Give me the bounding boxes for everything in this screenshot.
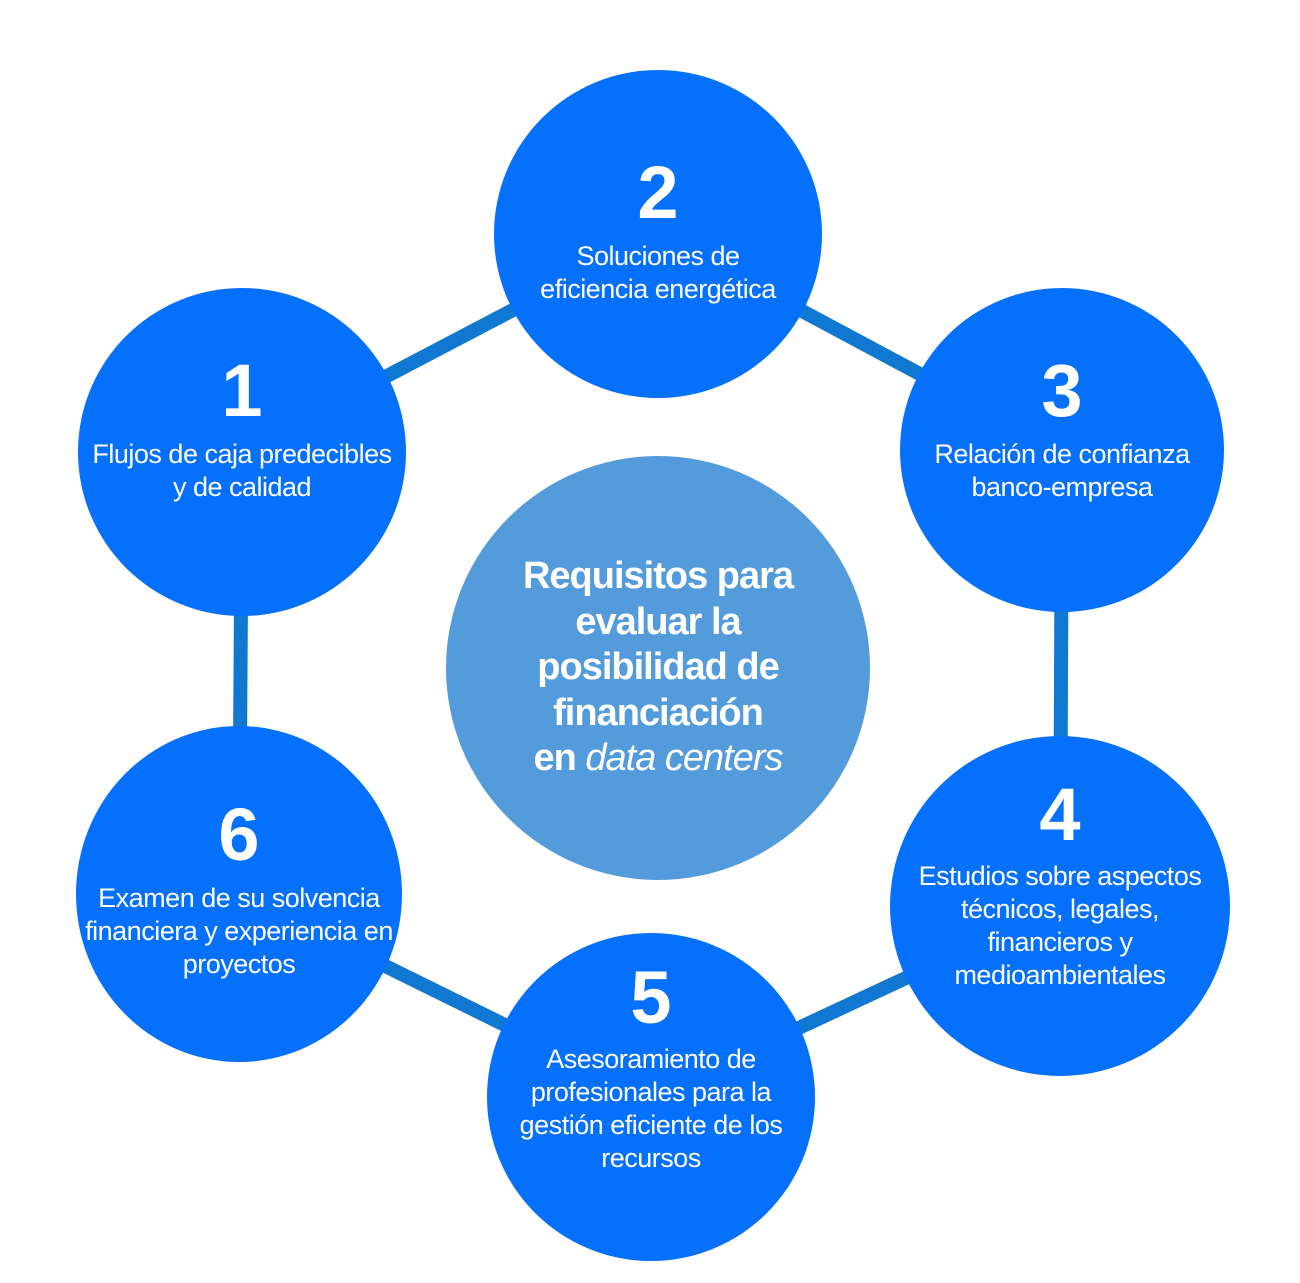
node-number: 2 bbox=[637, 151, 679, 234]
node-label: Flujos de caja predecibles y de calidad bbox=[92, 439, 392, 502]
center-title: Requisitos para evaluar la posibilidad d… bbox=[522, 555, 794, 734]
node-label: Asesoramiento de profesionales para la g… bbox=[519, 1044, 783, 1173]
node-label: Soluciones de eficiencia energética bbox=[540, 241, 776, 304]
node-number: 3 bbox=[1041, 349, 1083, 432]
requirement-node-1: 1 Flujos de caja predecibles y de calida… bbox=[78, 288, 406, 616]
center-circle: Requisitos para evaluar la posibilidad d… bbox=[446, 456, 870, 880]
node-number: 1 bbox=[221, 349, 263, 432]
requirement-node-4: 4 Estudios sobre aspectos técnicos, lega… bbox=[890, 736, 1230, 1076]
center-subtitle: en data centers bbox=[533, 736, 783, 782]
node-label: Examen de su solvencia financiera y expe… bbox=[85, 883, 393, 979]
center-subtitle-italic: data centers bbox=[585, 737, 783, 780]
requirement-node-6: 6 Examen de su solvencia financiera y ex… bbox=[76, 726, 402, 1062]
node-label: Relación de confianza banco-empresa bbox=[934, 439, 1190, 502]
requirement-node-3: 3 Relación de confianza banco-empresa bbox=[900, 288, 1224, 612]
node-number: 4 bbox=[1039, 773, 1081, 856]
center-subtitle-prefix: en bbox=[533, 737, 576, 780]
node-label: Estudios sobre aspectos técnicos, legale… bbox=[918, 861, 1202, 990]
requirement-node-2: 2 Soluciones de eficiencia energética bbox=[494, 70, 822, 398]
node-number: 5 bbox=[630, 956, 672, 1039]
node-number: 6 bbox=[218, 793, 260, 876]
requirement-node-5: 5 Asesoramiento de profesionales para la… bbox=[487, 933, 815, 1261]
